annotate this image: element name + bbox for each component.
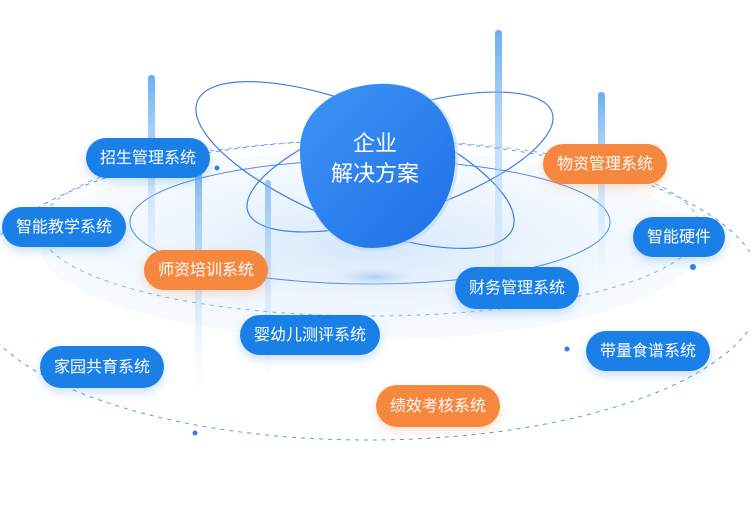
- light-pillar: [495, 30, 502, 320]
- hub-label-line2: 解决方案: [330, 162, 419, 187]
- module-yingjian[interactable]: 智能硬件: [633, 217, 726, 257]
- orbit-dot: [192, 430, 198, 436]
- module-jiayuan[interactable]: 家园共育系统: [40, 346, 165, 388]
- module-shipu[interactable]: 带量食谱系统: [586, 331, 711, 371]
- module-zhaosheng[interactable]: 招生管理系统: [86, 138, 211, 178]
- module-ceping[interactable]: 婴幼儿测评系统: [240, 315, 381, 355]
- module-wuzi[interactable]: 物资管理系统: [543, 144, 668, 184]
- light-pillar: [265, 180, 271, 390]
- hub-label: 企业 解决方案: [300, 130, 450, 190]
- light-pillar: [148, 75, 155, 295]
- module-jixiao[interactable]: 绩效考核系统: [376, 385, 501, 427]
- orbit-dot: [214, 165, 220, 171]
- hub-blob: [300, 83, 456, 248]
- module-shizi[interactable]: 师资培训系统: [144, 250, 269, 290]
- module-caiwu[interactable]: 财务管理系统: [455, 267, 580, 309]
- orbit-dot: [690, 264, 696, 270]
- orbit-dot: [564, 346, 570, 352]
- hub-shadow: [327, 266, 423, 288]
- light-pillar: [598, 92, 605, 282]
- module-jiaoxue[interactable]: 智能教学系统: [2, 207, 127, 247]
- hub-label-line1: 企业: [352, 132, 397, 157]
